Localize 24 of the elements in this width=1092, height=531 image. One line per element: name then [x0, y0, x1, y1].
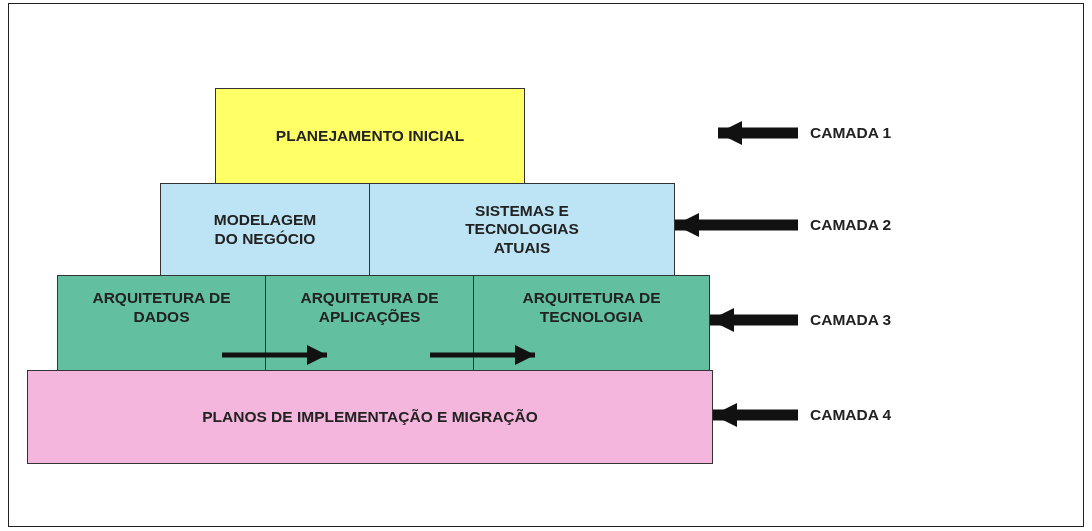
block-label: MODELAGEM DO NEGÓCIO	[212, 210, 318, 249]
arrow	[430, 345, 535, 365]
block-label: SISTEMAS E TECNOLOGIAS ATUAIS	[464, 201, 580, 258]
arrow	[675, 213, 798, 237]
block-label: ARQUITETURA DE APLICAÇÕES	[299, 289, 440, 327]
block-label: ARQUITETURA DE TECNOLOGIA	[521, 289, 662, 327]
layer-block	[265, 275, 474, 371]
arrow	[710, 308, 798, 332]
arrow	[713, 403, 798, 427]
block-label: PLANEJAMENTO INICIAL	[275, 126, 465, 146]
layer-block	[473, 275, 710, 371]
layer-block	[160, 183, 370, 276]
layer-label: CAMADA 2	[810, 216, 892, 234]
layer-block	[27, 370, 713, 464]
layer-label: CAMADA 3	[810, 311, 892, 329]
layer-block	[369, 183, 675, 276]
layer-block	[57, 275, 266, 371]
arrow	[222, 345, 327, 365]
layer-block	[215, 88, 525, 184]
arrow	[718, 121, 798, 145]
layer-label: CAMADA 4	[810, 406, 892, 424]
layer-label: CAMADA 1	[810, 124, 892, 142]
block-label: ARQUITETURA DE DADOS	[91, 289, 232, 327]
block-label: PLANOS DE IMPLEMENTAÇÃO E MIGRAÇÃO	[202, 407, 538, 427]
